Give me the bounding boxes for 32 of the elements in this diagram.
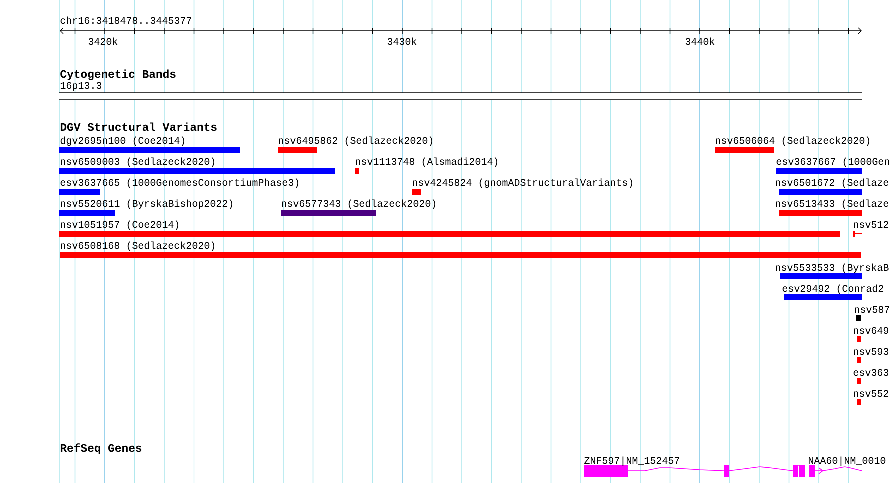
band-label: 16p13.3 <box>60 82 102 92</box>
variant-label: nsv593 <box>854 348 889 356</box>
variant-label: esv3637665 (1000GenomesConsortiumPhase3) <box>60 178 299 188</box>
variant-label: nsv5533533 (ByrskaB <box>776 264 889 274</box>
tick-label: 3420k <box>88 38 118 46</box>
variant-label: esv29492 (Conrad2 <box>782 284 884 294</box>
variant-label: dgv2695n100 (Coe2014) <box>60 136 185 146</box>
variant-label: nsv6495862 (Sedlazeck2020) <box>279 136 433 146</box>
variant-label: nsv6506064 (Sedlazeck2020) <box>716 136 870 146</box>
variant-label: esv3637667 (1000Gen <box>776 158 890 168</box>
track-title: RefSeq Genes <box>60 444 142 454</box>
coordinate-label: chr16:3418478..3445377 <box>60 16 192 24</box>
variant-label: nsv512 <box>854 221 888 228</box>
gene-label: ZNF597|NM_152457 <box>584 456 680 466</box>
variant-label: nsv6501672 (Sedlaze <box>776 178 889 188</box>
track-title: DGV Structural Variants <box>60 122 217 132</box>
variant-label: nsv6508168 (Sedlazeck2020) <box>61 242 215 252</box>
gene-label: NAA60|NM_0010 <box>809 456 886 466</box>
variant-label: nsv6509003 (Sedlazeck2020) <box>61 158 215 168</box>
variant-label: nsv4245824 (gnomADStructuralVariants) <box>413 178 633 188</box>
track-title: Cytogenetic Bands <box>60 70 176 80</box>
variant-label: nsv552 <box>854 390 888 398</box>
variant-label: nsv5520611 (ByrskaBishop2022) <box>61 200 233 210</box>
variant-label: nsv649 <box>854 327 889 334</box>
variant-label: nsv587 <box>855 306 890 314</box>
variant-label: nsv6577343 (Sedlazeck2020) <box>282 200 436 210</box>
variant-label: nsv1051957 (Coe2014) <box>61 220 179 230</box>
variant-label: nsv6513433 (Sedlaze <box>776 200 889 210</box>
variant-label: esv363 <box>854 369 889 376</box>
tick-label: 3430k <box>388 38 417 46</box>
tick-label: 3440k <box>686 38 715 46</box>
variant-label: nsv1113748 (Alsmadi2014) <box>356 158 498 168</box>
